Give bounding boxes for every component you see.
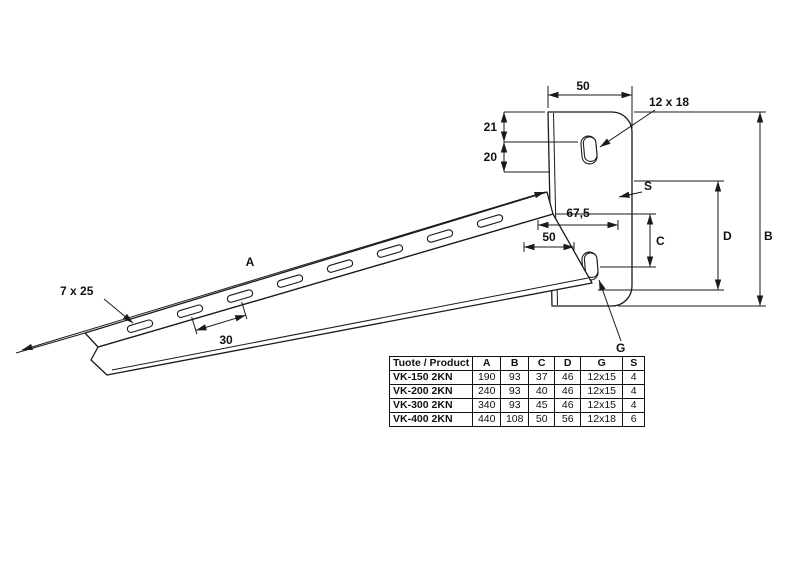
ext-line (15, 332, 86, 354)
col-header-g: G (580, 356, 624, 371)
cell-c: 37 (528, 370, 556, 385)
dim-label-c: C (656, 234, 665, 248)
plate-slot-top-inner (582, 136, 598, 162)
cell-a: 240 (472, 384, 502, 399)
col-header-b: B (500, 356, 530, 371)
cell-a: 440 (472, 412, 502, 427)
dim-label-20: 20 (484, 150, 498, 164)
cell-g: 12x18 (580, 412, 624, 427)
table-row: VK-300 2KN 340 93 45 46 12x15 4 (388, 398, 646, 413)
dim-label-67-5: 67,5 (566, 206, 590, 220)
plate-slot-top (580, 135, 598, 165)
dim-thickness: S (618, 179, 652, 198)
cell-d: 46 (554, 370, 582, 385)
arm-web-outline (90, 213, 593, 376)
dim-line (21, 191, 546, 351)
cell-c: 45 (528, 398, 556, 413)
cell-product: VK-400 2KN (388, 412, 474, 427)
cell-d: 46 (554, 398, 582, 413)
cell-product: VK-150 2KN (388, 370, 474, 385)
cell-a: 340 (472, 398, 502, 413)
cell-b: 93 (500, 398, 530, 413)
dim-label-s: S (644, 179, 652, 193)
dim-label-g: G (616, 341, 625, 355)
leader-line (618, 191, 643, 198)
product-spec-table: Tuote / Product A B C D G S VK-150 2KN 1… (388, 356, 646, 427)
cell-b: 93 (500, 384, 530, 399)
table-row: VK-150 2KN 190 93 37 46 12x15 4 (388, 370, 646, 385)
dim-label-b: B (764, 229, 773, 243)
dim-d: D (598, 180, 732, 291)
cell-b: 93 (500, 370, 530, 385)
leader-line (103, 298, 134, 324)
plate-slot-bottom-inner (583, 252, 599, 278)
dim-label-30: 30 (219, 333, 233, 347)
dim-label-plate-width: 50 (576, 79, 590, 93)
dim-b: B (618, 111, 773, 307)
cell-s: 4 (622, 384, 646, 399)
cell-g: 12x15 (580, 370, 624, 385)
col-header-a: A (472, 356, 502, 371)
cell-s: 4 (622, 398, 646, 413)
dim-plate-width: 50 (547, 79, 633, 128)
leader-line (599, 109, 656, 148)
dim-label-arm-slot: 7 x 25 (60, 284, 94, 298)
cell-g: 12x15 (580, 398, 624, 413)
cell-b: 108 (500, 412, 530, 427)
cell-d: 46 (554, 384, 582, 399)
cell-d: 56 (554, 412, 582, 427)
dim-label-21: 21 (484, 120, 498, 134)
dim-label-slot-pitch: 50 (542, 230, 556, 244)
col-header-s: S (622, 356, 646, 371)
cell-c: 50 (528, 412, 556, 427)
cell-product: VK-300 2KN (388, 398, 474, 413)
ext-line (191, 316, 198, 335)
callout-plate-slot: 12 x 18 (599, 95, 689, 148)
dim-a: A (15, 191, 546, 354)
table-header-row: Tuote / Product A B C D G S (388, 356, 646, 371)
leader-line (598, 279, 622, 342)
dim-30: 30 (191, 301, 248, 347)
col-header-c: C (528, 356, 556, 371)
cell-s: 4 (622, 370, 646, 385)
cell-a: 190 (472, 370, 502, 385)
dim-c: C (556, 213, 665, 268)
cell-s: 6 (622, 412, 646, 427)
cell-g: 12x15 (580, 384, 624, 399)
dim-g: G (598, 279, 625, 355)
table-row: VK-200 2KN 240 93 40 46 12x15 4 (388, 384, 646, 399)
ext-line (241, 301, 248, 320)
col-header-product: Tuote / Product (388, 356, 474, 371)
col-header-d: D (554, 356, 582, 371)
callout-arm-slot: 7 x 25 (60, 284, 134, 324)
dim-label-a: A (246, 255, 255, 269)
cell-product: VK-200 2KN (388, 384, 474, 399)
dim-21-20: 21 20 (484, 111, 578, 173)
table-row: VK-400 2KN 440 108 50 56 12x18 6 (388, 412, 646, 427)
cell-c: 40 (528, 384, 556, 399)
dim-label-d: D (723, 229, 732, 243)
dim-line (195, 314, 246, 331)
dim-label-plate-slot: 12 x 18 (649, 95, 689, 109)
